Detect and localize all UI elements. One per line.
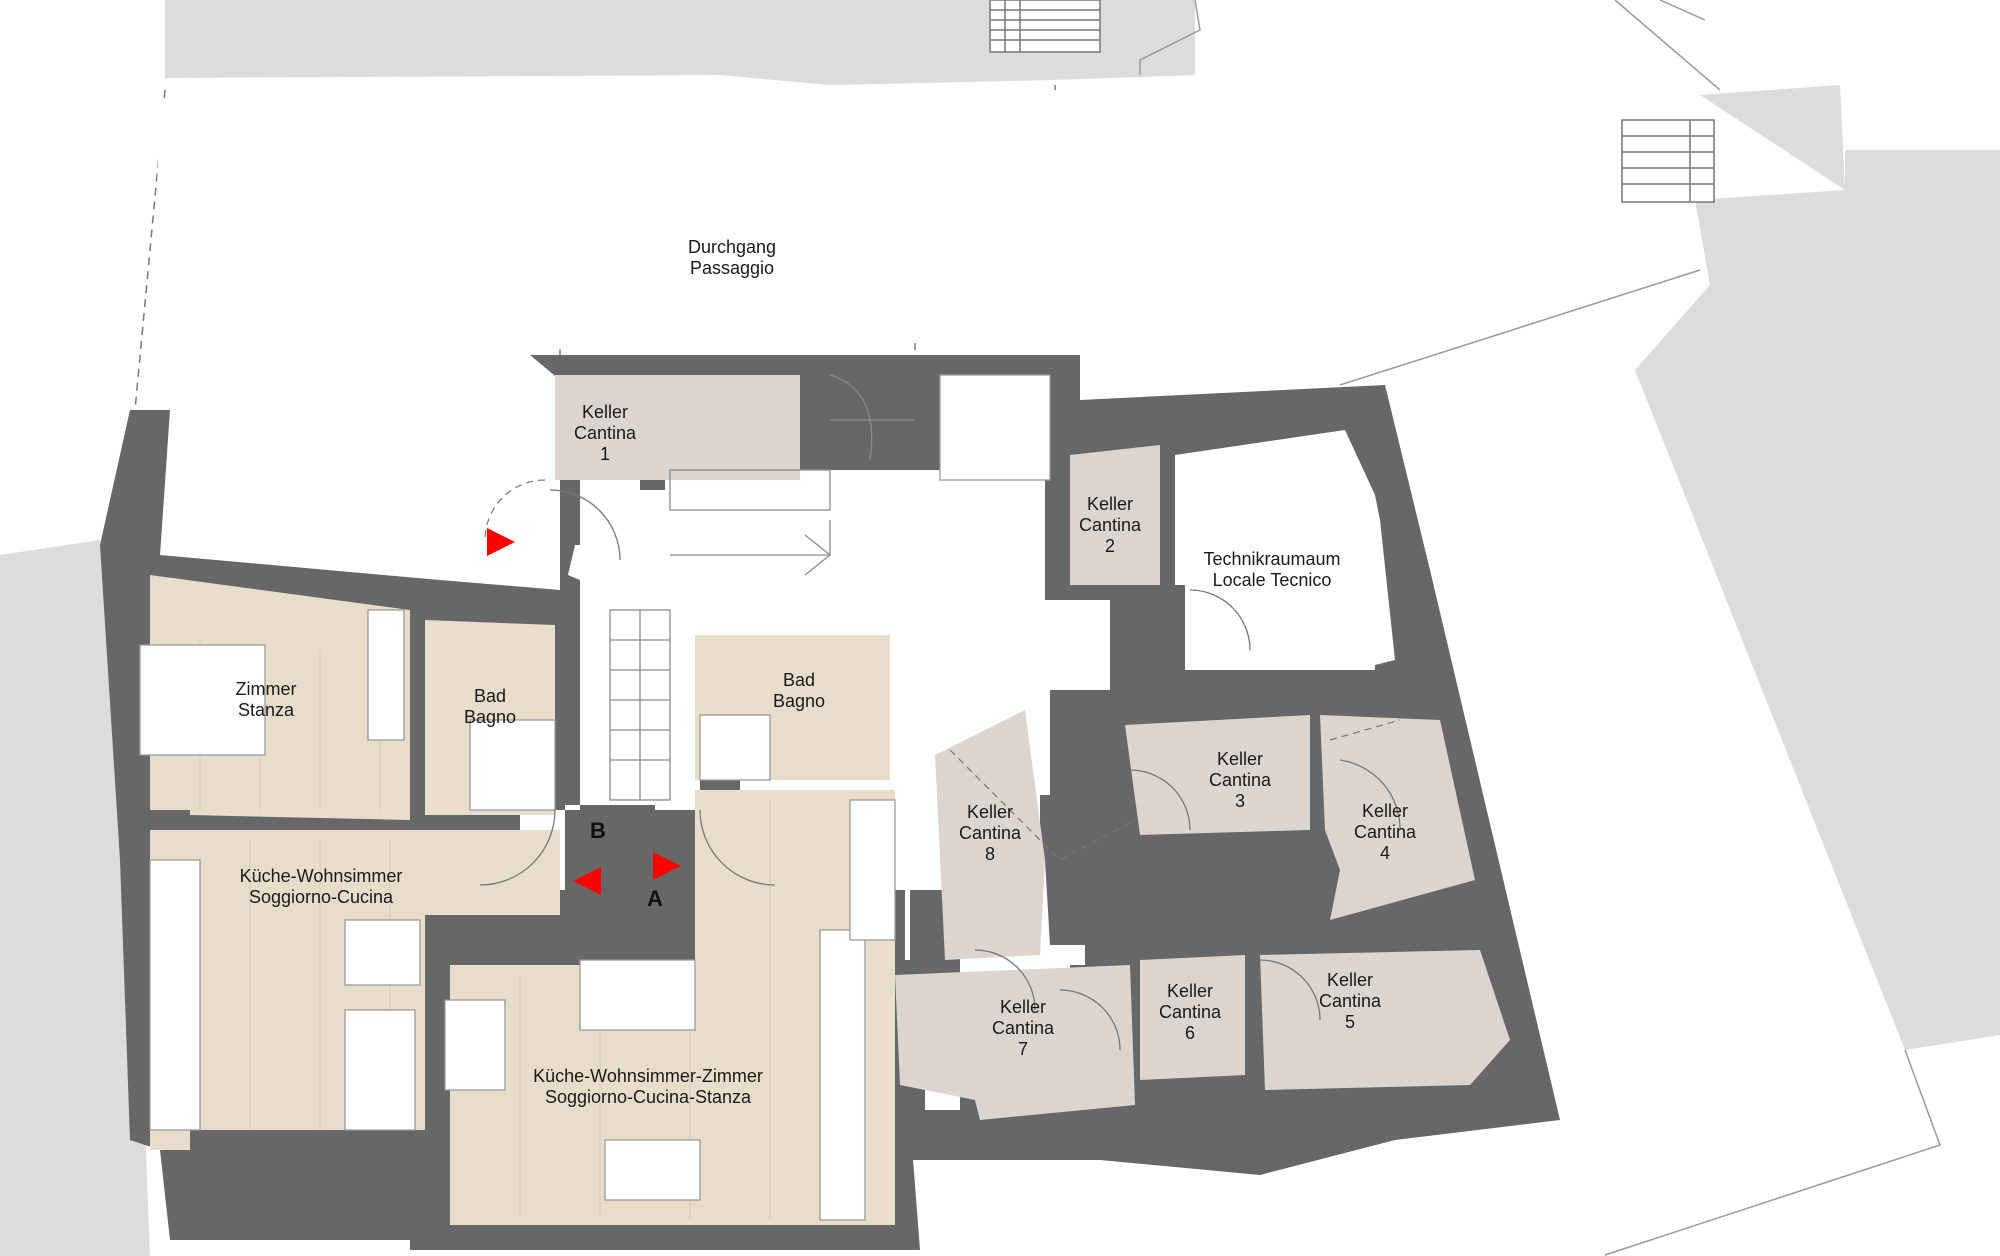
sofa-b <box>344 1009 416 1131</box>
label-cellar-5-number: 5 <box>1345 1012 1355 1032</box>
label-cellar-4-line2: Cantina <box>1354 822 1417 842</box>
door-swings <box>479 489 1401 1051</box>
label-cellar-7-line1: Keller <box>1000 997 1046 1017</box>
label-cellar-6-number: 6 <box>1185 1023 1195 1043</box>
entrance-markers <box>487 528 681 895</box>
floor-technical-room <box>1175 430 1395 670</box>
label-technical-line1: Technikraumaum <box>1203 549 1340 569</box>
dining-table-a <box>604 1139 701 1201</box>
wardrobe-bedroom <box>367 609 405 741</box>
outdoor-outlines <box>1139 0 1941 1256</box>
shower-a <box>699 714 771 781</box>
entrance-marker-b <box>573 867 601 895</box>
floor-bedroom <box>150 575 410 820</box>
floor-cellar-2 <box>1070 445 1160 585</box>
label-kitchen-b-line2: Soggiorno-Cucina <box>249 887 394 907</box>
floor-cellar-1 <box>555 375 800 480</box>
label-cellar-7-number: 7 <box>1018 1039 1028 1059</box>
label-cellar-5-line1: Keller <box>1327 970 1373 990</box>
floor-passage <box>150 90 1090 400</box>
label-cellar-8-number: 8 <box>985 844 995 864</box>
bed <box>139 644 266 756</box>
neighbor-building-left <box>0 540 140 1040</box>
label-cellar-8-line1: Keller <box>967 802 1013 822</box>
label-kitchen-b-line1: Küche-Wohnsimmer <box>240 866 403 886</box>
label-cellar-6-line2: Cantina <box>1159 1002 1222 1022</box>
label-bathroom-a-line2: Bagno <box>773 691 825 711</box>
door-swings-dashed <box>484 479 1401 861</box>
floor-cellar-3 <box>1125 715 1310 835</box>
label-cellar-7-line2: Cantina <box>992 1018 1055 1038</box>
floor-kitchen-b <box>150 830 560 1150</box>
label-cellar-5-line2: Cantina <box>1319 991 1382 1011</box>
label-passage-line2: Passaggio <box>690 258 774 278</box>
interior-stairs <box>609 374 915 801</box>
kitchen-counter-a <box>819 929 866 1221</box>
label-bedroom-line2: Stanza <box>238 700 295 720</box>
floor-cellar-8 <box>935 710 1045 960</box>
neighbor-building-right <box>1635 85 2000 1050</box>
floor-cellar-5 <box>1260 950 1510 1090</box>
label-cellar-4-number: 4 <box>1380 843 1390 863</box>
floor-cellar-4 <box>1320 715 1475 920</box>
label-kitchen-a-line1: Küche-Wohnsimmer-Zimmer <box>533 1066 763 1086</box>
sofa-bed-a <box>444 999 506 1091</box>
label-cellar-3-line2: Cantina <box>1209 770 1272 790</box>
label-cellar-2-number: 2 <box>1105 536 1115 556</box>
label-cellar-3-line1: Keller <box>1217 749 1263 769</box>
elevator-shaft <box>939 374 1051 481</box>
label-passage-line1: Durchgang <box>688 237 776 257</box>
exterior-stairs-right <box>1621 119 1715 203</box>
label-cellar-2-line2: Cantina <box>1079 515 1142 535</box>
exterior-stairs-top <box>989 0 1101 53</box>
label-cellar-4-line1: Keller <box>1362 801 1408 821</box>
label-bathroom-a-line1: Bad <box>783 670 815 690</box>
marker-label-b: B <box>590 818 606 843</box>
label-bathroom-b-line2: Bagno <box>464 707 516 727</box>
marker-label-a: A <box>647 886 663 911</box>
label-cellar-8-line2: Cantina <box>959 823 1022 843</box>
neighbor-building-bottom-left <box>0 995 150 1256</box>
label-cellar-1-line2: Cantina <box>574 423 637 443</box>
label-cellar-1-line1: Keller <box>582 402 628 422</box>
label-technical-line2: Locale Tecnico <box>1213 570 1332 590</box>
sofa-a <box>579 959 696 1031</box>
label-cellar-1-number: 1 <box>600 444 610 464</box>
label-bedroom-line1: Zimmer <box>236 679 297 699</box>
room-labels: Durchgang Passaggio Keller Cantina 1 Kel… <box>236 237 1418 1107</box>
dining-table-b <box>344 919 421 986</box>
label-bathroom-b-line1: Bad <box>474 686 506 706</box>
floor-cellar-6 <box>1140 955 1245 1080</box>
entrance-marker-main <box>487 528 515 556</box>
label-cellar-2-line1: Keller <box>1087 494 1133 514</box>
furniture <box>139 374 1051 1221</box>
entrance-marker-a <box>653 852 681 880</box>
floor-cellar-7 <box>895 965 1135 1120</box>
shower-b <box>469 719 556 811</box>
label-cellar-3-number: 3 <box>1235 791 1245 811</box>
label-kitchen-a-line2: Soggiorno-Cucina-Stanza <box>545 1087 752 1107</box>
kitchen-counter-b <box>149 859 201 1131</box>
label-cellar-6-line1: Keller <box>1167 981 1213 1001</box>
neighbor-building-top <box>165 0 1195 85</box>
shelf-hall <box>849 799 896 941</box>
